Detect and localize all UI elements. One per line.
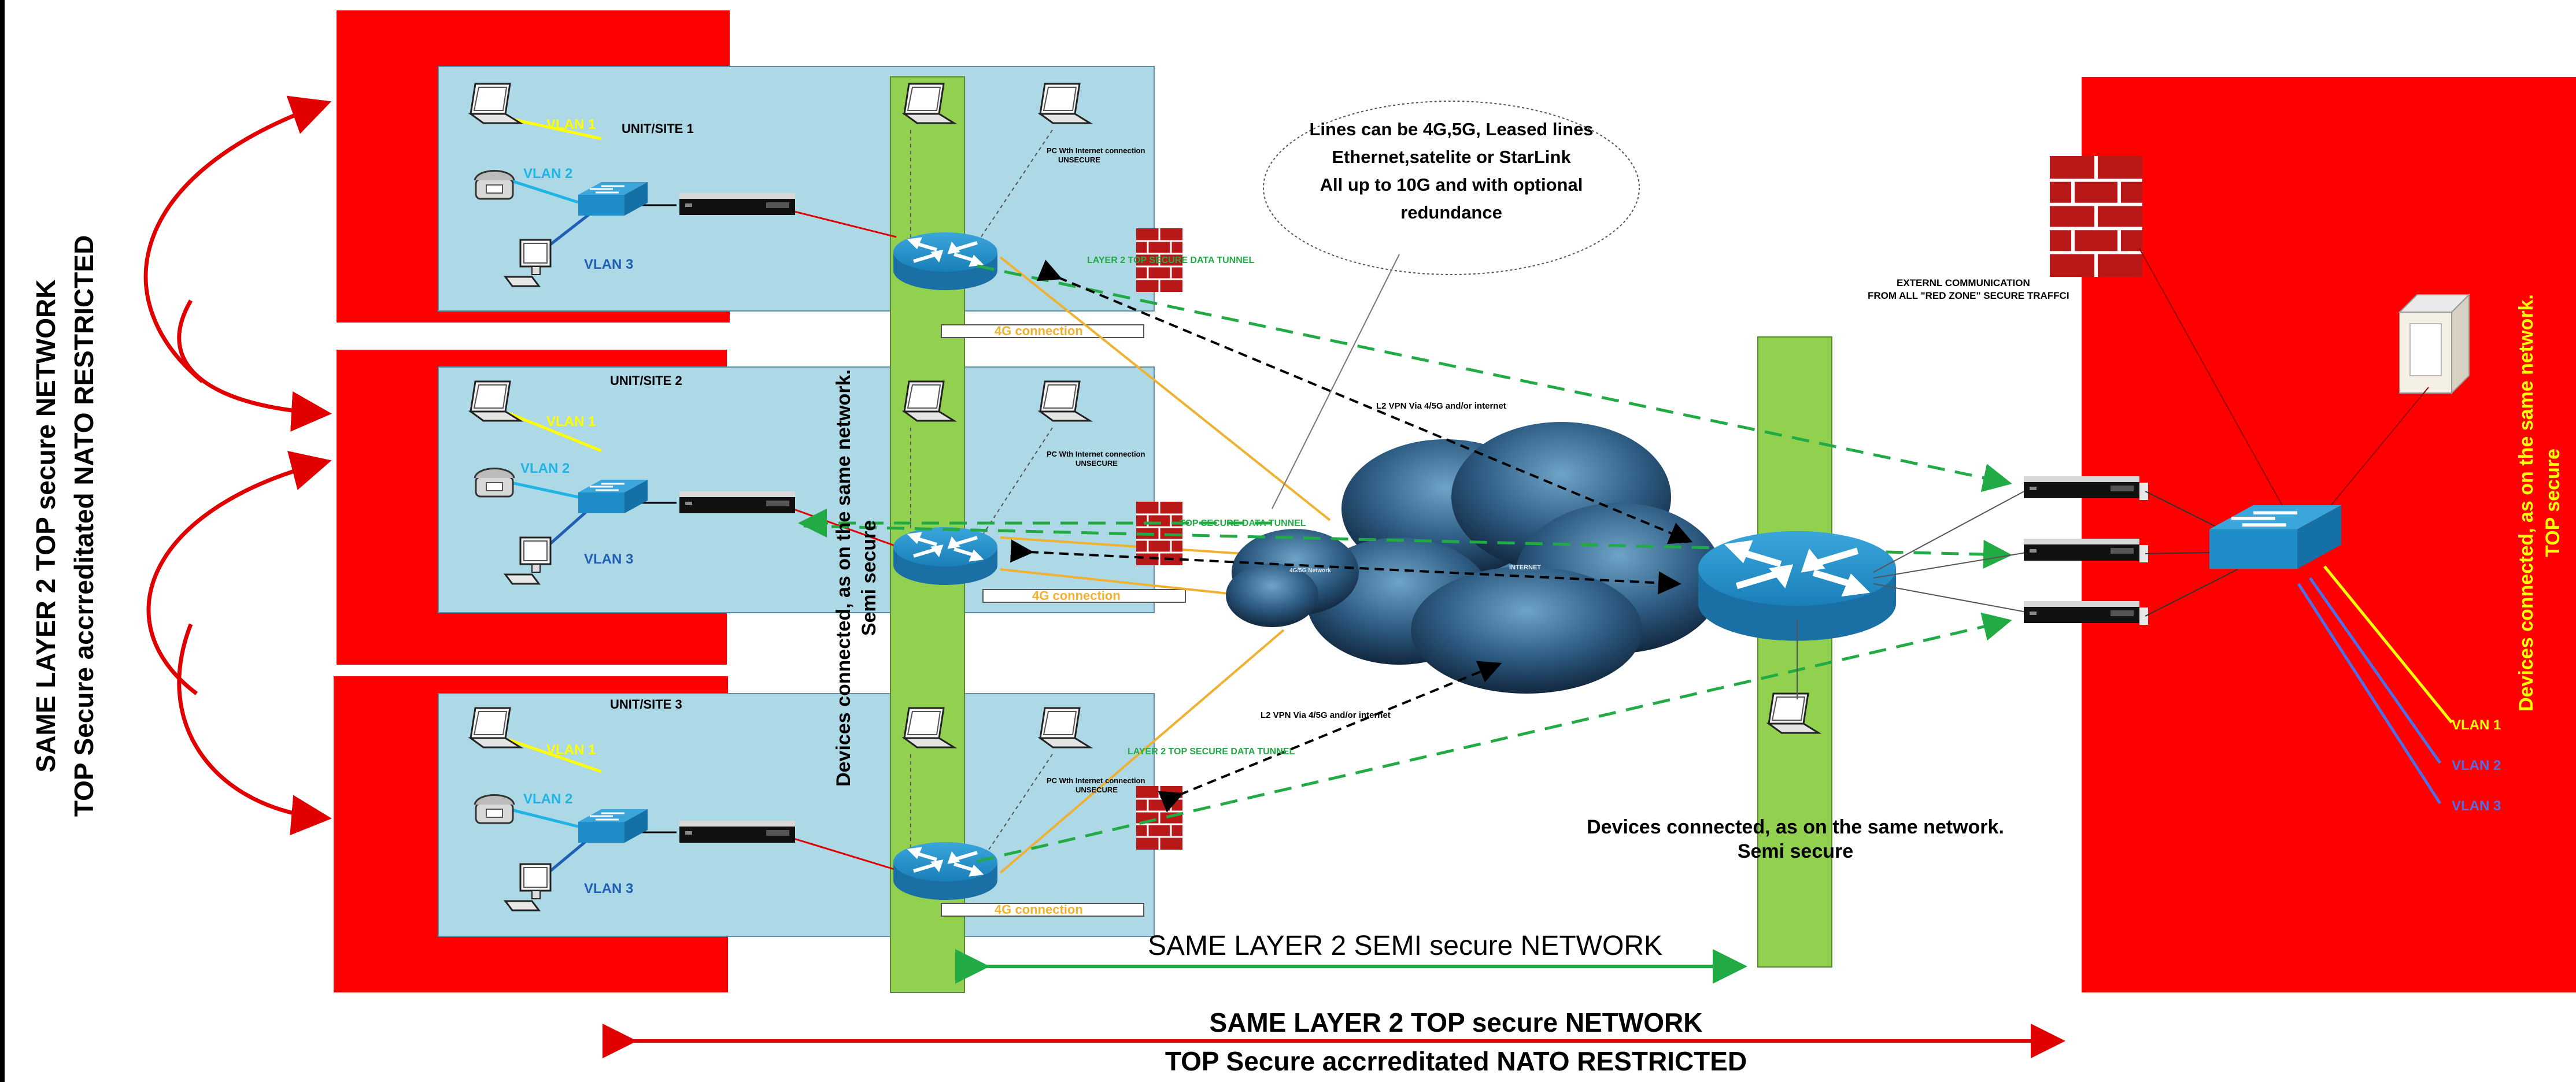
red-curve-arrow-1b [177, 299, 332, 432]
unit-2-connection: 4G connection [1032, 588, 1121, 603]
router-unit-3 [893, 842, 997, 900]
unit-1-vlan1: VLAN 1 [546, 117, 596, 132]
vpn-2 [1010, 539, 1681, 595]
unit-3-vlan2: VLAN 2 [523, 791, 572, 807]
tunnel-3-label: LAYER 2 TOP SECURE DATA TUNNEL [1128, 747, 1295, 757]
right-vlan2: VLAN 2 [2452, 758, 2501, 773]
left-edge-bar [0, 0, 5, 1082]
unit-1-devices [470, 83, 1091, 287]
router-unit-1 [893, 232, 997, 290]
tunnel-1-label: LAYER 2 TOP SECURE DATA TUNNEL [1087, 255, 1254, 265]
cloud-label-4g: 4G/5G Network [1289, 568, 1331, 574]
cloud-label-internet: INTERNET [1509, 564, 1541, 571]
red-curve-arrow-1 [143, 95, 332, 383]
unit-1-vlan2: VLAN 2 [523, 166, 572, 181]
right-vlan1: VLAN 1 [2452, 717, 2501, 733]
vpn-label-1: L2 VPN Via 4/5G and/or internet [1376, 401, 1506, 411]
right-appliance-3 [2024, 601, 2139, 623]
tunnel-2-label: TOP SECURE DATA TUNNEL [1180, 518, 1306, 528]
bottom-label-2: TOP Secure accrreditated NATO RESTRICTED [1165, 1046, 1747, 1076]
firewall-right [2050, 156, 2142, 277]
center-devices-label: Devices connected, as on the same networ… [1587, 816, 2004, 862]
internet-cloud [1226, 422, 1723, 694]
unit-2-vlan1: VLAN 1 [546, 414, 596, 429]
red-curve-arrow-2 [146, 451, 332, 695]
unit-2-vlan3: VLAN 3 [584, 551, 633, 567]
right-vlan3: VLAN 3 [2452, 798, 2501, 814]
router-unit-2 [893, 527, 997, 585]
right-appliance-1 [2024, 476, 2139, 498]
firewall-unit-3 [1135, 785, 1184, 851]
server-right [2398, 293, 2471, 395]
unit-3-vlan3: VLAN 3 [584, 881, 633, 896]
cloud-note-line-1: Lines can be 4G,5G, Leased lines [1309, 119, 1594, 139]
unit-1-connection: 4G connection [995, 324, 1083, 338]
vpn-1 [1036, 260, 1693, 544]
cloud-note-line-4: redundance [1400, 202, 1502, 223]
cloud-note-line-2: Ethernet,satelite or StarLink [1332, 147, 1571, 167]
unit-3-devices [470, 707, 1091, 911]
unit-2-title: UNIT/SITE 2 [610, 373, 682, 388]
unit-3-title: UNIT/SITE 3 [610, 697, 682, 712]
cloud-note-line-3: All up to 10G and with optional [1320, 175, 1583, 195]
unit-1-vlan3: VLAN 3 [584, 257, 633, 272]
bottom-label: SAME LAYER 2 TOP secure NETWORK [1210, 1007, 1703, 1037]
right-appliance-2 [2024, 539, 2139, 561]
green-bar-label: Devices connected, as on the same networ… [833, 369, 880, 787]
cloud-note: Lines can be 4G,5G, Leased lines Etherne… [1261, 110, 1642, 260]
unit-2-vlan2: VLAN 2 [520, 461, 570, 476]
red-curve-arrow-2b [177, 623, 332, 836]
unit-1-title: UNIT/SITE 1 [622, 121, 694, 136]
unit-3-vlan1: VLAN 1 [546, 742, 596, 758]
unit-3-connection: 4G connection [995, 902, 1083, 917]
right-vertical-label: Devices connected, as on the same networ… [2515, 294, 2564, 712]
unit-site-1-box [438, 66, 1155, 312]
semi-network-label: SAME LAYER 2 SEMI secure NETWORK [1148, 931, 1662, 961]
unit-3-connection-box [941, 903, 1144, 917]
vpn-label-2: L2 VPN Via 4/5G and/or internet [1261, 710, 1391, 720]
vpn-3 [1158, 661, 1502, 813]
